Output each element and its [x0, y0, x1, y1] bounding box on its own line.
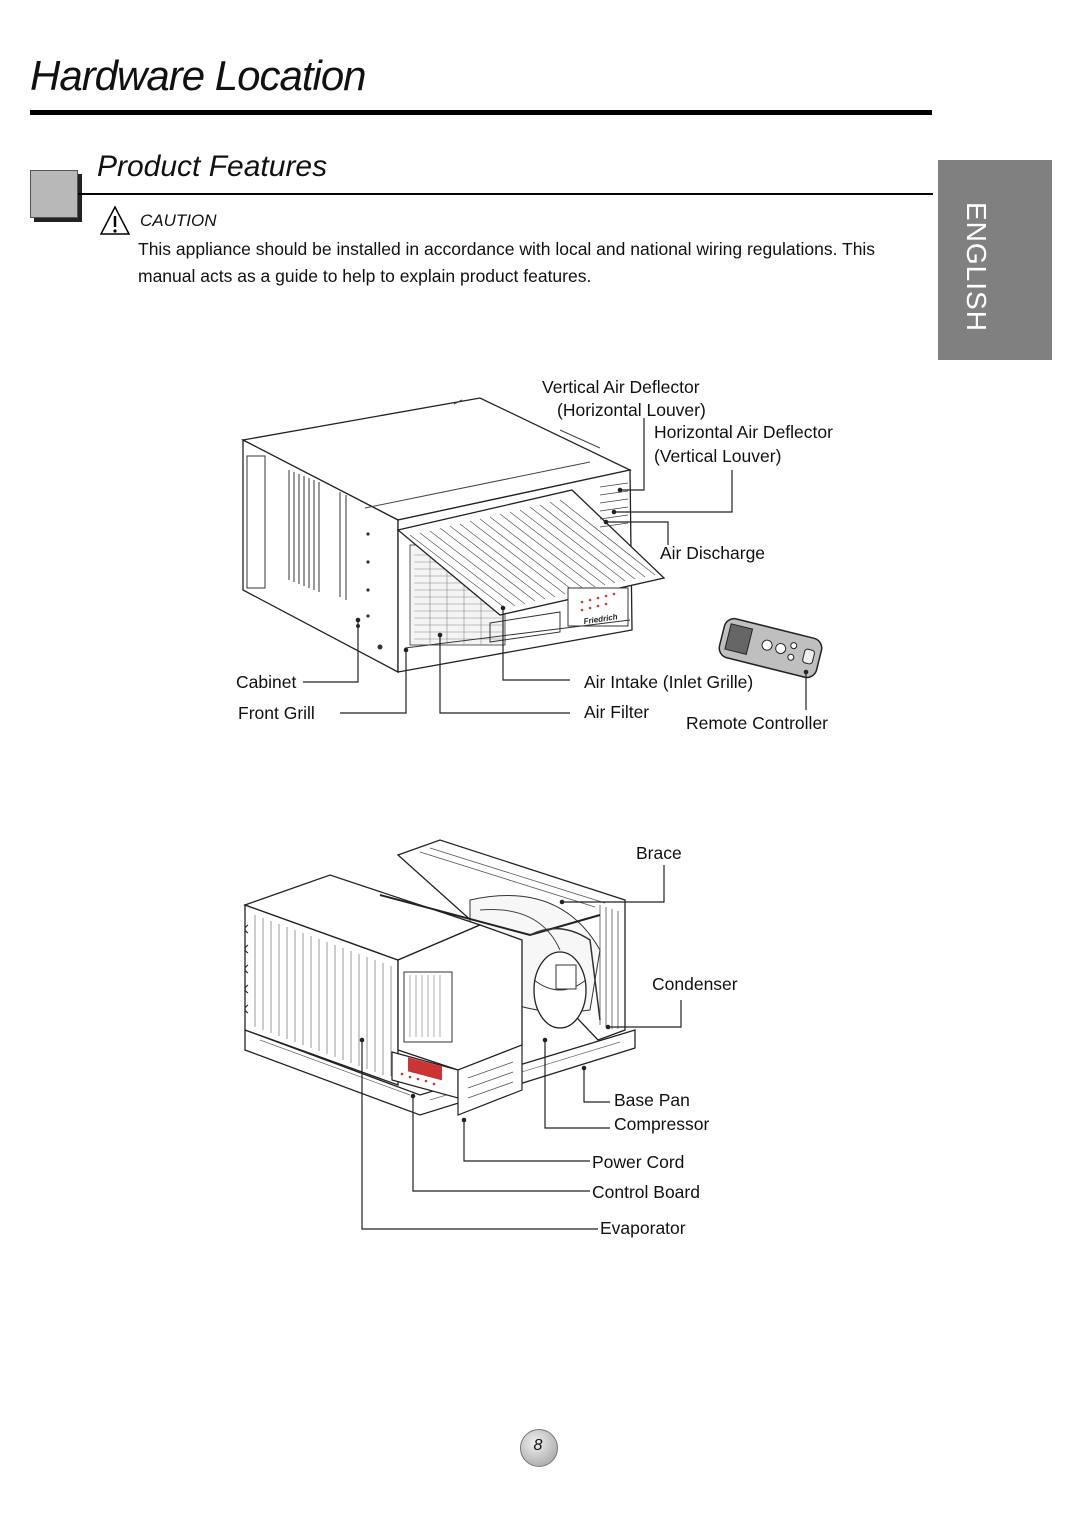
page-number: 8: [533, 1437, 543, 1454]
label-horizontal-louver: (Horizontal Louver): [557, 400, 706, 420]
caution-label: CAUTION: [140, 211, 217, 230]
section-rule: [78, 193, 933, 195]
caution-text: This appliance should be installed in ac…: [138, 239, 876, 286]
page-title: Hardware Location: [30, 52, 367, 99]
label-compressor: Compressor: [614, 1114, 710, 1134]
label-horizontal-air-deflector: Horizontal Air Deflector: [654, 422, 833, 442]
page-number-badge: [520, 1429, 558, 1467]
section-marker: [30, 170, 78, 218]
label-power-cord: Power Cord: [592, 1152, 685, 1172]
brand-logo: Friedrich: [583, 612, 618, 626]
label-vertical-louver: (Vertical Louver): [654, 446, 782, 466]
label-cabinet: Cabinet: [236, 672, 297, 692]
label-remote-controller: Remote Controller: [686, 713, 828, 733]
language-tab: [938, 160, 1052, 360]
label-brace: Brace: [636, 843, 682, 863]
title-rule: [30, 110, 932, 115]
label-condenser: Condenser: [652, 974, 738, 994]
label-control-board: Control Board: [592, 1182, 700, 1202]
section-title: Product Features: [97, 150, 328, 183]
label-air-intake: Air Intake (Inlet Grille): [584, 672, 754, 692]
label-evaporator: Evaporator: [600, 1218, 686, 1238]
label-air-filter: Air Filter: [584, 702, 650, 722]
label-base-pan: Base Pan: [614, 1090, 690, 1110]
label-front-grill: Front Grill: [238, 703, 315, 723]
language-tab-label: ENGLISH: [961, 202, 992, 332]
label-air-discharge: Air Discharge: [660, 543, 766, 563]
label-vertical-air-deflector: Vertical Air Deflector: [542, 377, 700, 397]
